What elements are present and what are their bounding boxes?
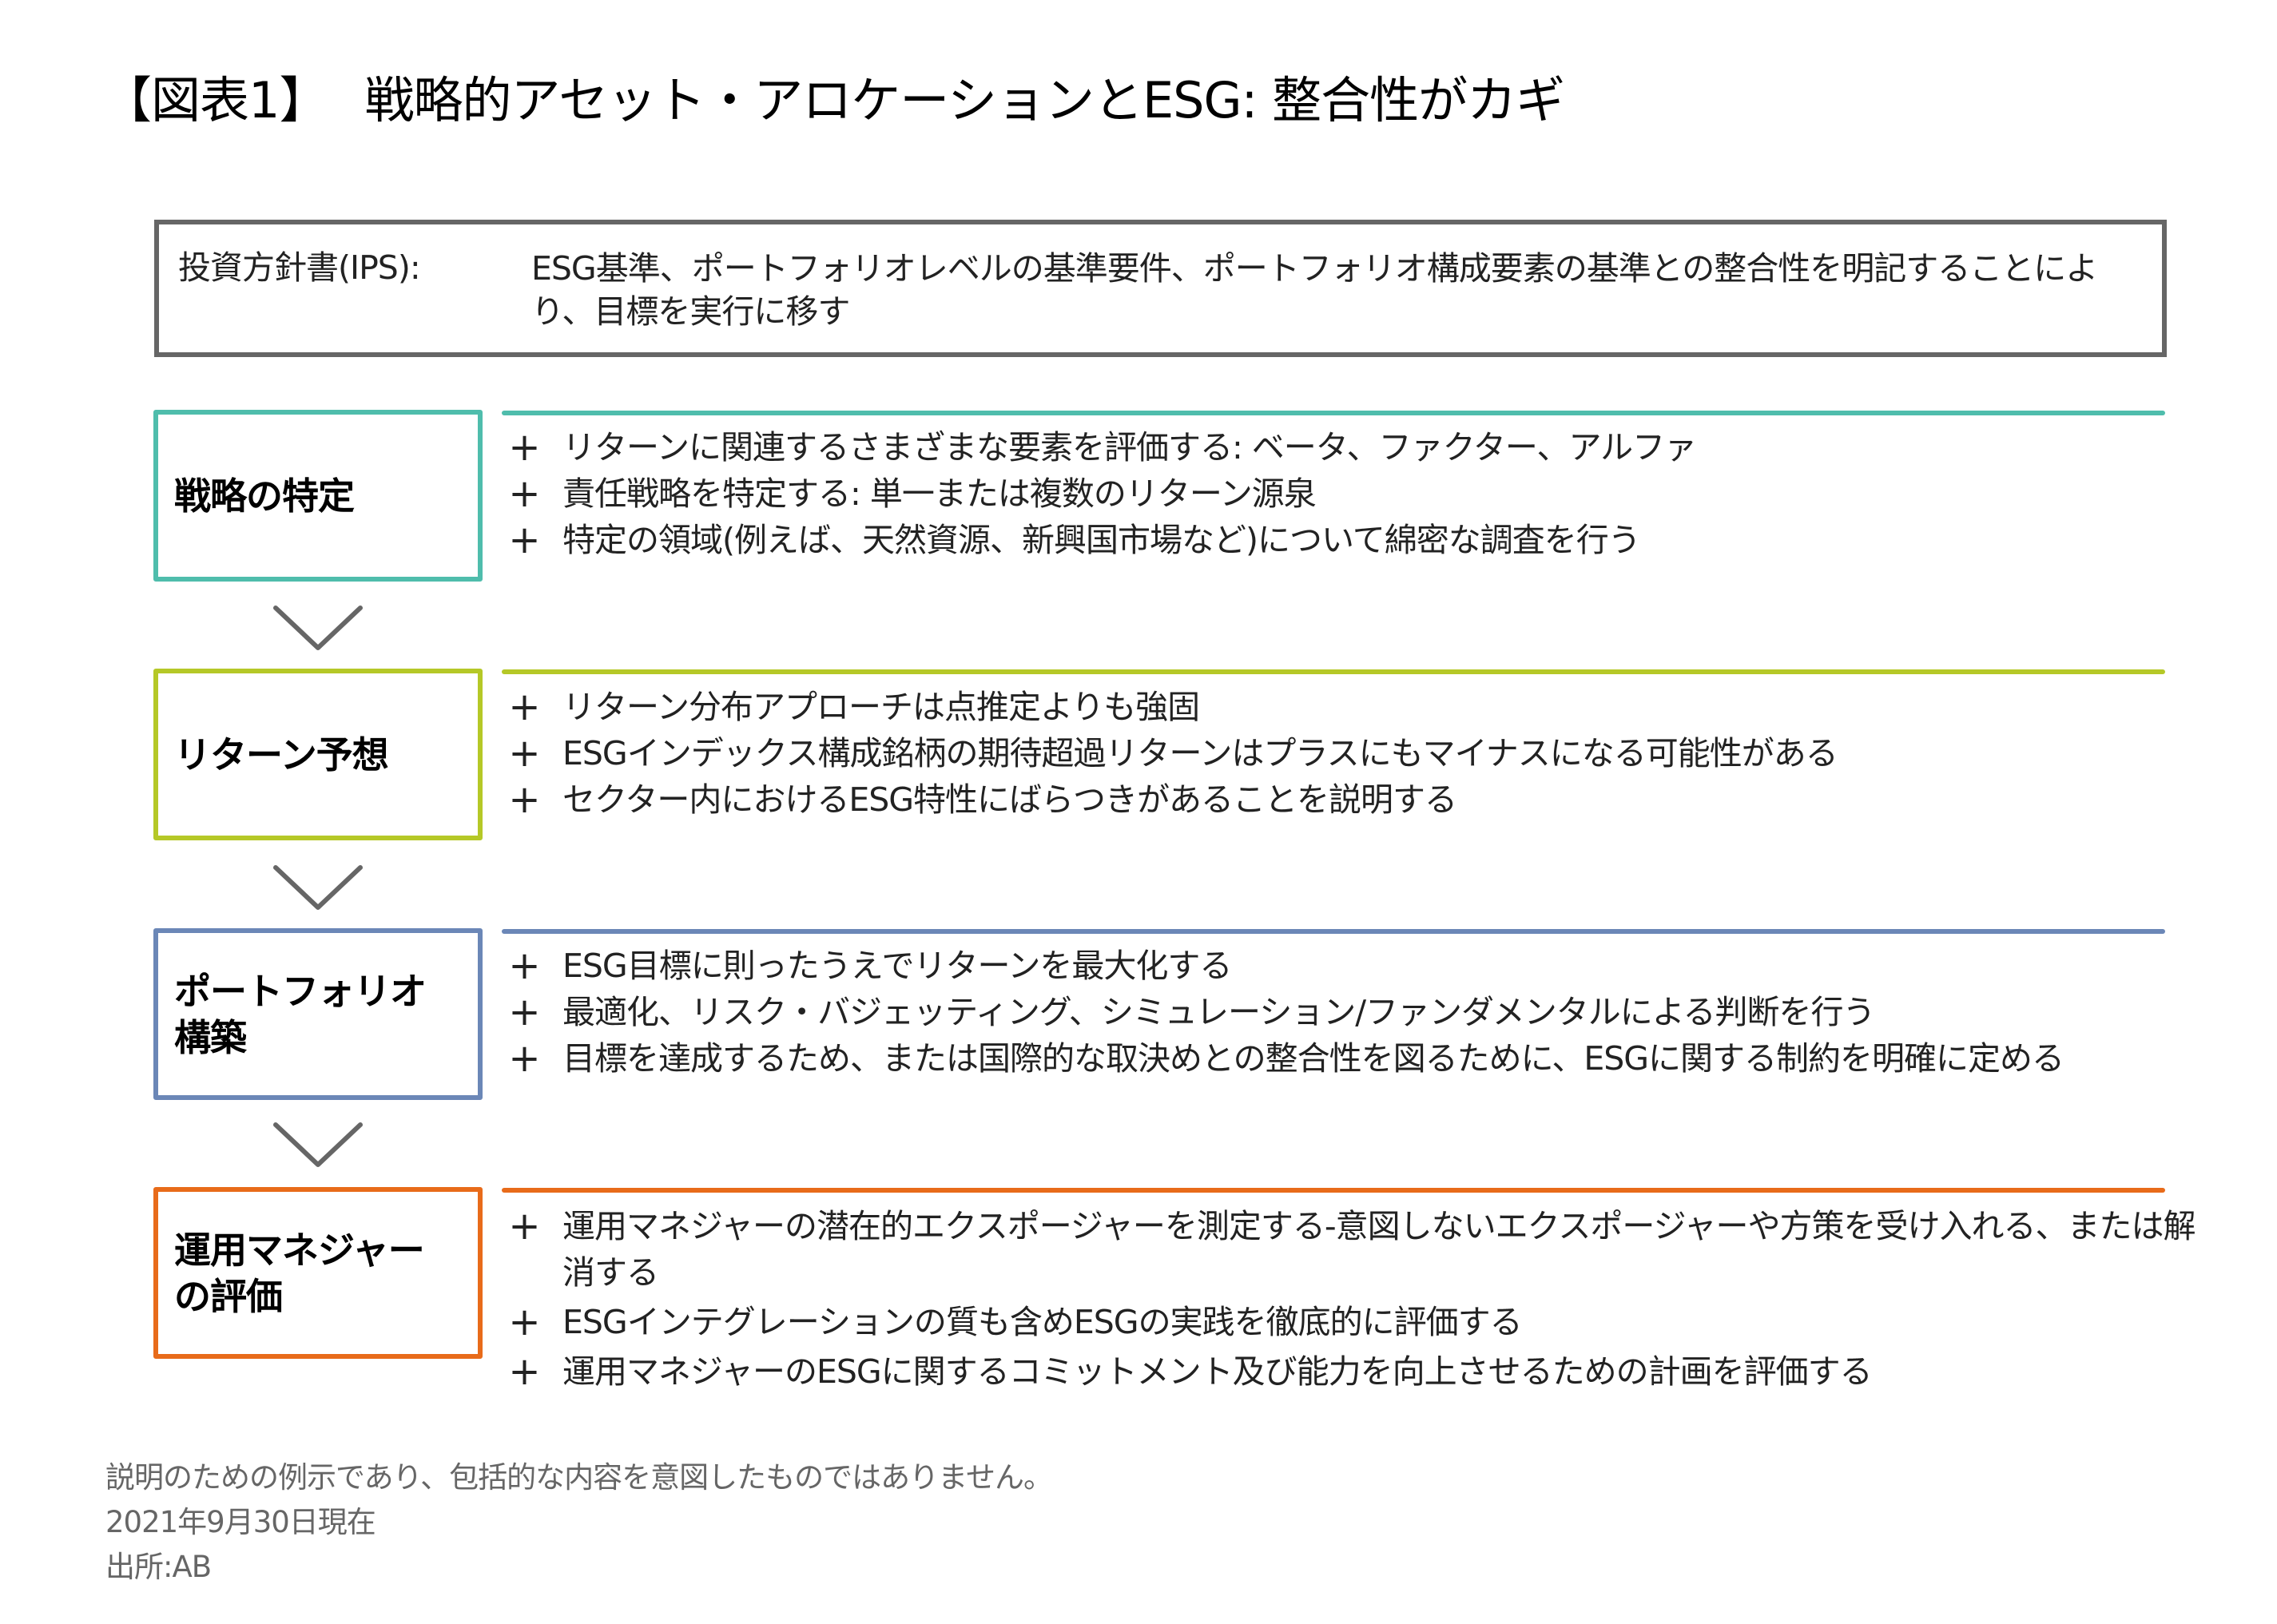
- figure-title: 【図表1】戦略的アセット・アロケーションとESG: 整合性がカギ: [102, 69, 1565, 133]
- as-of-date: 2021年9月30日現在: [105, 1505, 376, 1539]
- plus-icon: +: [508, 731, 540, 776]
- bullet-list-manager-evaluation: +運用マネジャーの潜在的エクスポージャーを測定する-意図しないエクスポージャーや…: [508, 1203, 2226, 1395]
- list-item: +最適化、リスク・バジェッティング、シミュレーション/ファンダメンタルによる判断…: [508, 990, 1875, 1034]
- plus-icon: +: [508, 777, 540, 822]
- step-label: リターン予想: [174, 733, 389, 776]
- list-item: +ESGインデックス構成銘柄の期待超過リターンはプラスにもマイナスになる可能性が…: [508, 731, 1838, 776]
- step-label: 戦略の特定: [174, 474, 355, 518]
- step-divider-line: [502, 1188, 2165, 1193]
- plus-icon: +: [508, 1036, 540, 1081]
- figure-number: 【図表1】: [102, 71, 328, 129]
- step-label: ポートフォリオ 構築: [174, 969, 427, 1059]
- footnotes: 説明のための例示であり、包括的な内容を意図したものではありません。 2021年9…: [105, 1455, 1053, 1590]
- ips-box: 投資方針書(IPS): ESG基準、ポートフォリオレベルの基準要件、ポートフォリ…: [154, 220, 2167, 357]
- list-item: +責任戦略を特定する: 単一または複数のリターン源泉: [508, 471, 1316, 516]
- step-label: 運用マネジャー の評価: [174, 1228, 425, 1318]
- disclaimer-note: 説明のための例示であり、包括的な内容を意図したものではありません。: [105, 1460, 1053, 1495]
- list-item: +ESG目標に則ったうえでリターンを最大化する: [508, 943, 1232, 988]
- step-divider-line: [502, 411, 2165, 415]
- bullet-list-return-forecast: +リターン分布アプローチは点推定よりも強固 +ESGインデックス構成銘柄の期待超…: [508, 684, 2258, 823]
- ips-text: ESG基準、ポートフォリオレベルの基準要件、ポートフォリオ構成要素の基準との整合…: [531, 249, 2098, 331]
- step-box-return-forecast: リターン予想: [153, 669, 483, 840]
- plus-icon: +: [508, 990, 540, 1034]
- chevron-down-icon: [273, 1122, 363, 1167]
- plus-icon: +: [508, 943, 540, 988]
- chevron-down-icon: [273, 865, 363, 910]
- plus-icon: +: [508, 471, 540, 516]
- bullet-list-strategy: +リターンに関連するさまざまな要素を評価する: ベータ、ファクター、アルファ +…: [508, 424, 2258, 563]
- bullet-list-portfolio-construction: +ESG目標に則ったうえでリターンを最大化する +最適化、リスク・バジェッティン…: [508, 943, 2258, 1082]
- figure-title-text: 戦略的アセット・アロケーションとESG: 整合性がカギ: [364, 71, 1565, 129]
- plus-icon: +: [508, 518, 540, 562]
- list-item: +セクター内におけるESG特性にばらつきがあることを説明する: [508, 777, 1457, 822]
- list-item: +リターンに関連するさまざまな要素を評価する: ベータ、ファクター、アルファ: [508, 425, 1697, 470]
- list-item: +目標を達成するため、または国際的な取決めとの整合性を図るために、ESGに関する…: [508, 1036, 2064, 1081]
- step-divider-line: [502, 669, 2165, 674]
- step-box-manager-evaluation: 運用マネジャー の評価: [153, 1187, 483, 1359]
- step-box-portfolio-construction: ポートフォリオ 構築: [153, 928, 483, 1100]
- source-note: 出所:AB: [105, 1550, 212, 1584]
- list-item: +運用マネジャーの潜在的エクスポージャーを測定する-意図しないエクスポージャーや…: [508, 1204, 2196, 1292]
- plus-icon: +: [508, 425, 540, 470]
- list-item: +リターン分布アプローチは点推定よりも強固: [508, 685, 1200, 729]
- plus-icon: +: [508, 1204, 540, 1249]
- list-item: +運用マネジャーのESGに関するコミットメント及び能力を向上させるための計画を評…: [508, 1349, 1872, 1394]
- ips-label: 投資方針書(IPS):: [178, 248, 421, 287]
- plus-icon: +: [508, 1349, 540, 1394]
- plus-icon: +: [508, 685, 540, 729]
- chevron-down-icon: [273, 606, 363, 650]
- list-item: +特定の領域(例えば、天然資源、新興国市場など)について綿密な調査を行う: [508, 518, 1640, 562]
- step-divider-line: [502, 929, 2165, 934]
- plus-icon: +: [508, 1300, 540, 1344]
- step-box-strategy: 戦略の特定: [153, 410, 483, 582]
- list-item: +ESGインテグレーションの質も含めESGの実践を徹底的に評価する: [508, 1300, 1522, 1344]
